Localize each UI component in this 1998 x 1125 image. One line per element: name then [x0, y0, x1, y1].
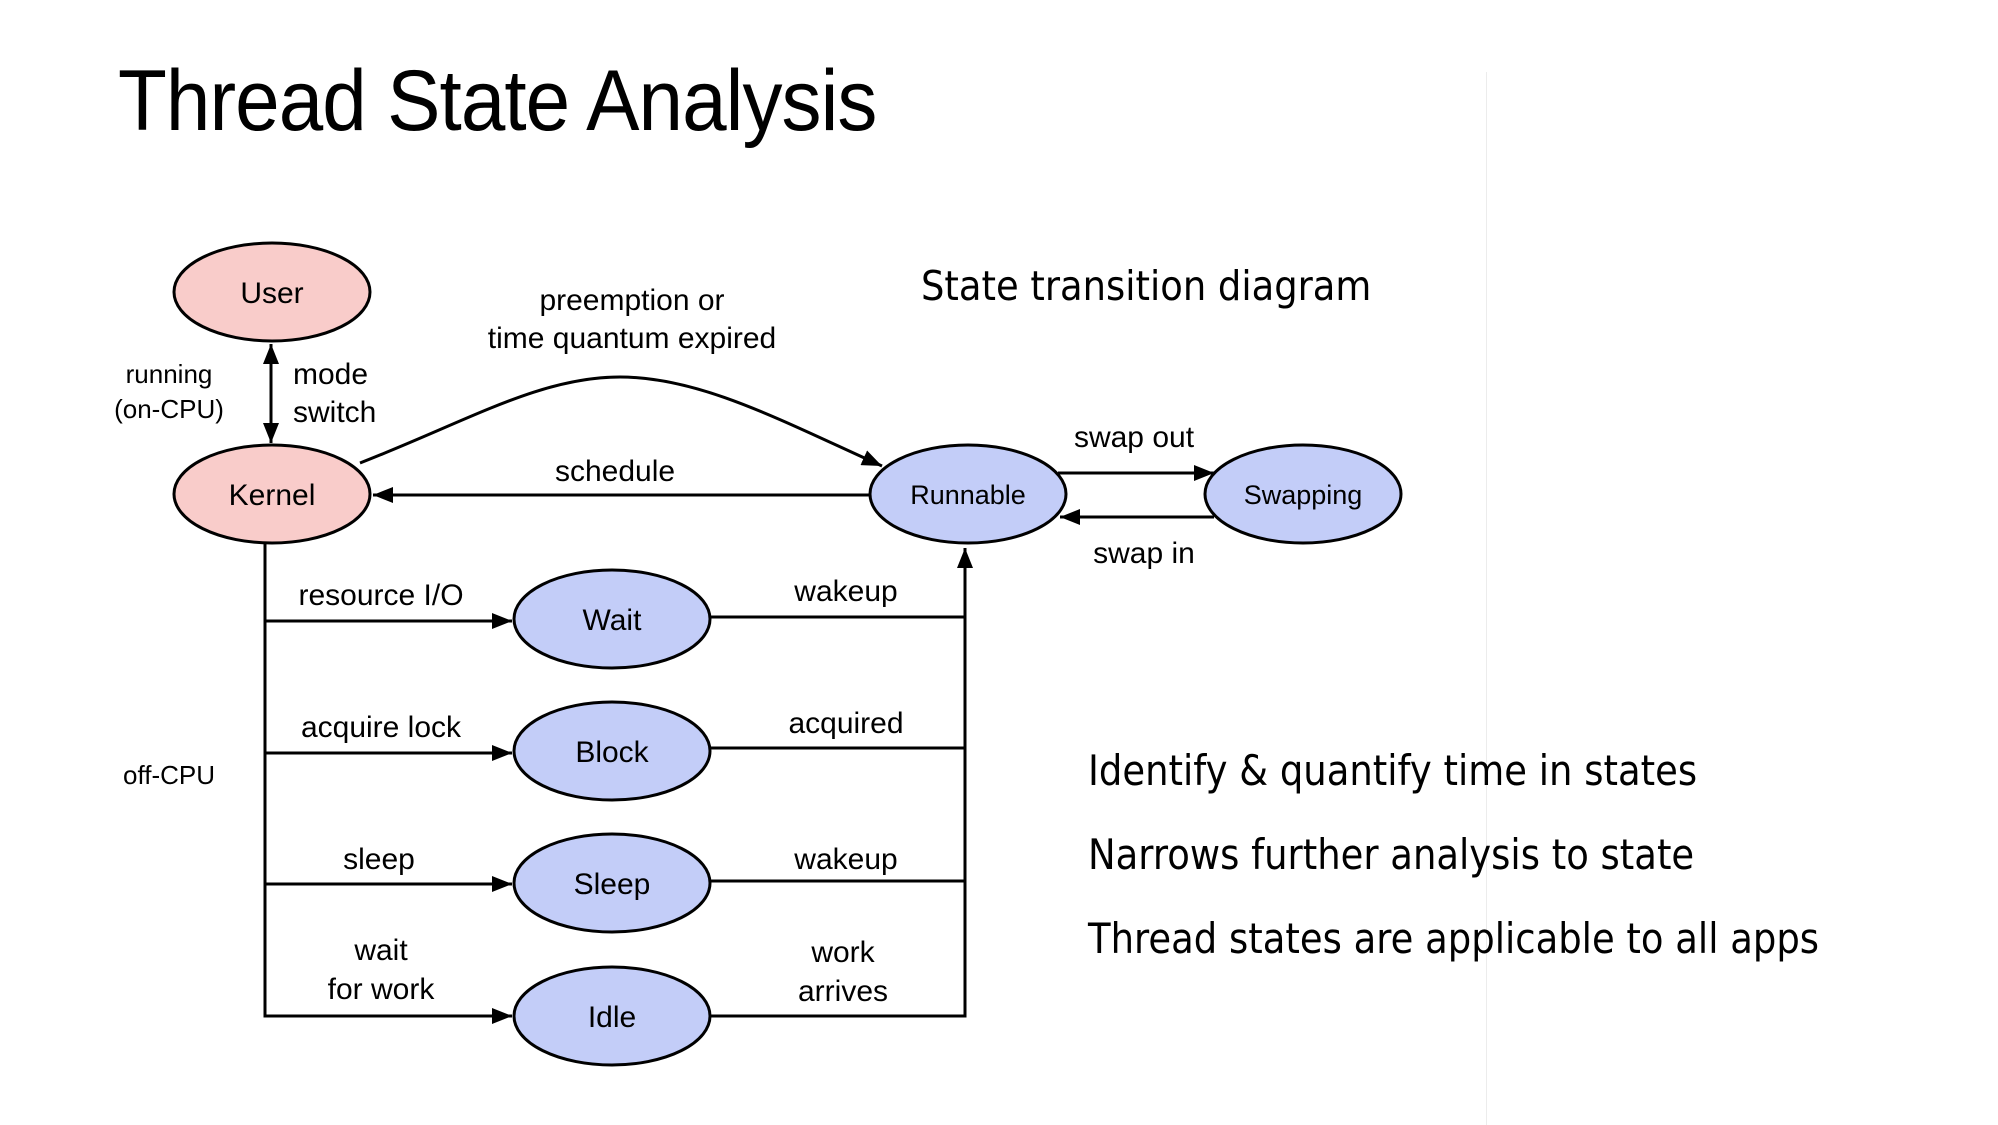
- work-arrives-label-line2: arrives: [798, 975, 888, 1008]
- node-wait: [512, 568, 712, 670]
- wait-for-work-label-line1: wait: [353, 934, 408, 967]
- node-sleep-label: Sleep: [574, 868, 651, 901]
- node-kernel-label: Kernel: [229, 479, 316, 512]
- node-idle-label: Idle: [588, 1001, 636, 1034]
- wait-wakeup-label: wakeup: [793, 575, 897, 608]
- acquire-lock-label: acquire lock: [301, 711, 462, 744]
- node-runnable: [868, 443, 1068, 545]
- node-kernel: [172, 443, 372, 545]
- off-cpu-label: off-CPU: [123, 760, 215, 790]
- mode-switch-label-line1: mode: [293, 358, 368, 391]
- node-user-label: User: [240, 277, 303, 310]
- sleep-label: sleep: [343, 843, 415, 876]
- node-user: [172, 241, 372, 343]
- diagram-caption: State transition diagram: [921, 262, 1372, 310]
- node-sleep: [512, 832, 712, 934]
- mode-switch-label-line2: switch: [293, 396, 376, 429]
- node-swapping-label: Swapping: [1244, 480, 1363, 510]
- bullet-item: Narrows further analysis to state: [1088, 830, 1695, 879]
- resource-io-label: resource I/O: [298, 579, 463, 612]
- sleep-wakeup-label: wakeup: [793, 843, 897, 876]
- wait-for-work-label-line2: for work: [328, 973, 436, 1006]
- running-label-line2: (on-CPU): [114, 394, 224, 424]
- bullet-item: Thread states are applicable to all apps: [1088, 914, 1820, 963]
- node-block: [512, 700, 712, 802]
- schedule-label: schedule: [555, 455, 675, 488]
- node-runnable-label: Runnable: [910, 480, 1026, 510]
- swap-out-label: swap out: [1074, 421, 1195, 454]
- swap-in-label: swap in: [1093, 537, 1195, 570]
- node-swapping: [1203, 443, 1403, 545]
- preemption-arrow: [359, 375, 883, 468]
- work-arrives-label-line1: work: [810, 936, 875, 969]
- running-label-line1: running: [126, 359, 213, 389]
- node-idle: [512, 965, 712, 1067]
- slide-edge-divider: [1486, 72, 1487, 1125]
- preemption-label-line2: time quantum expired: [488, 322, 777, 355]
- acquired-label: acquired: [788, 707, 903, 740]
- preemption-label-line1: preemption or: [539, 284, 724, 317]
- slide-title: Thread State Analysis: [118, 53, 877, 149]
- node-block-label: Block: [575, 736, 649, 769]
- bullet-list: Identify & quantify time in states Narro…: [1088, 742, 1919, 994]
- node-wait-label: Wait: [583, 604, 643, 637]
- bullet-item: Identify & quantify time in states: [1088, 746, 1698, 795]
